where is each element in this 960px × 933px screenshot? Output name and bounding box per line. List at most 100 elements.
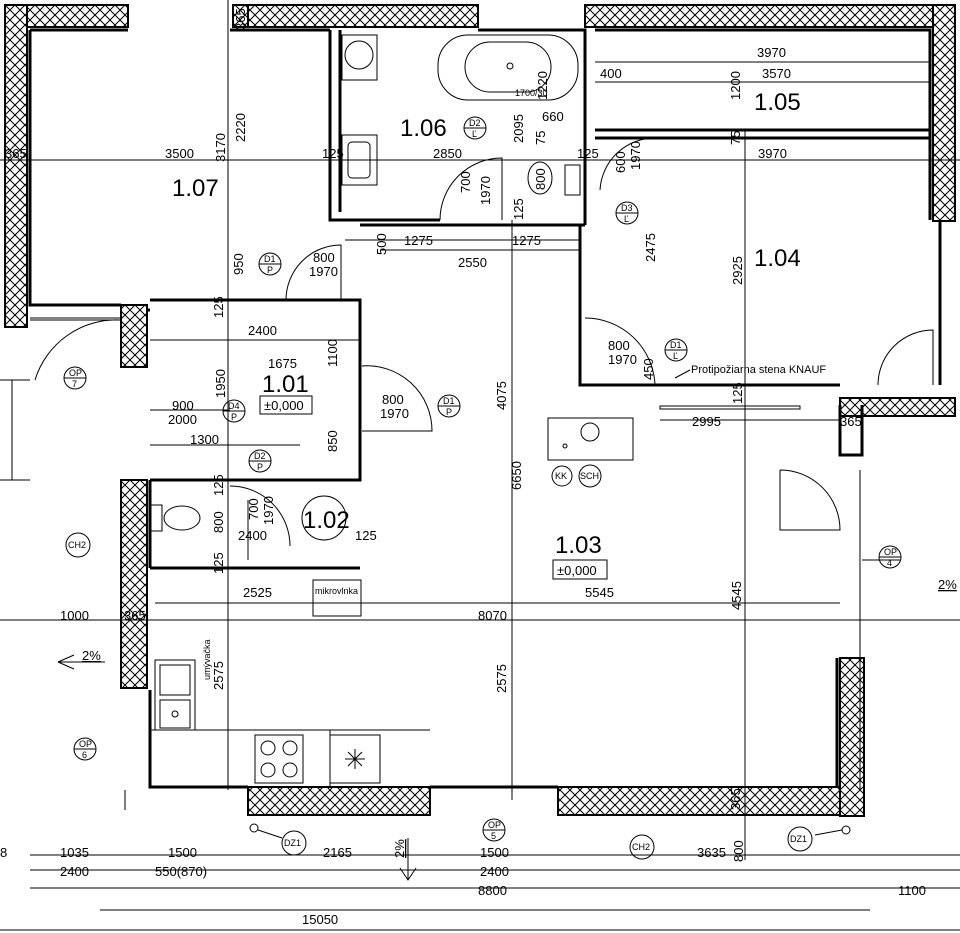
room-1-06-label: 1.06 xyxy=(400,115,447,142)
note-mikrovlnka: mikrovlnka xyxy=(315,586,358,596)
svg-text:2000: 2000 xyxy=(168,412,197,427)
svg-text:6: 6 xyxy=(82,750,87,760)
svg-text:1675: 1675 xyxy=(268,356,297,371)
dimensions: 3970 400 3570 1200 3970 75 365 365 3500 … xyxy=(0,8,926,927)
circle-labels: KK SCH CH2 CH2 DZ1 DZ1 xyxy=(65,464,813,860)
svg-text:D1: D1 xyxy=(264,254,276,264)
svg-text:2400: 2400 xyxy=(480,864,509,879)
tag-d1p-b: D1P xyxy=(437,394,461,418)
svg-text:1100: 1100 xyxy=(325,339,340,367)
svg-text:1000: 1000 xyxy=(60,608,89,623)
svg-text:3970: 3970 xyxy=(758,146,787,161)
room-1-01-level: ±0,000 xyxy=(264,398,304,413)
svg-text:7: 7 xyxy=(72,379,77,389)
svg-text:2475: 2475 xyxy=(643,233,658,262)
tag-d1l: D1Ľ xyxy=(664,338,688,362)
label-dz1-a: DZ1 xyxy=(284,838,301,848)
svg-text:1035: 1035 xyxy=(60,845,89,860)
svg-text:1500: 1500 xyxy=(480,845,509,860)
bathtub xyxy=(437,34,579,101)
svg-text:5545: 5545 xyxy=(585,585,614,600)
svg-text:700: 700 xyxy=(458,171,473,193)
room-1-01-label: 1.01 xyxy=(262,371,309,398)
tag-d3l: D3Ľ xyxy=(615,201,639,225)
svg-text:950: 950 xyxy=(231,253,246,275)
svg-text:4: 4 xyxy=(887,558,892,568)
svg-text:1970: 1970 xyxy=(628,141,643,170)
svg-text:75: 75 xyxy=(533,131,548,145)
svg-text:Ľ: Ľ xyxy=(472,129,477,139)
room-1-07-label: 1.07 xyxy=(172,175,219,202)
svg-text:P: P xyxy=(446,407,452,417)
slope-right: 2% xyxy=(938,577,957,592)
svg-text:800: 800 xyxy=(211,511,226,533)
svg-text:400: 400 xyxy=(600,66,622,81)
note-umyvacka: umývačka xyxy=(202,639,212,680)
svg-text:1700/30: 1700/30 xyxy=(515,88,548,98)
svg-text:365: 365 xyxy=(5,146,27,161)
structural-walls xyxy=(28,28,942,789)
svg-text:2400: 2400 xyxy=(248,323,277,338)
room-1-02-label: 1.02 xyxy=(303,507,350,534)
svg-text:D1: D1 xyxy=(443,396,455,406)
svg-text:8800: 8800 xyxy=(478,883,507,898)
svg-text:OP: OP xyxy=(79,739,92,749)
svg-text:2165: 2165 xyxy=(323,845,352,860)
room-1-05-label: 1.05 xyxy=(754,89,801,116)
svg-text:4075: 4075 xyxy=(494,381,509,410)
svg-text:OP: OP xyxy=(488,820,501,830)
svg-text:P: P xyxy=(231,412,237,422)
svg-text:700: 700 xyxy=(246,498,261,520)
svg-text:2850: 2850 xyxy=(433,146,462,161)
svg-text:1970: 1970 xyxy=(380,406,409,421)
svg-text:8: 8 xyxy=(0,845,7,860)
svg-text:D2: D2 xyxy=(469,118,481,128)
svg-text:125: 125 xyxy=(730,382,745,404)
svg-text:900: 900 xyxy=(172,398,194,413)
svg-text:Ľ: Ľ xyxy=(673,351,678,361)
svg-text:800: 800 xyxy=(533,168,548,190)
note-knauf: Protipožiarna stena KNAUF xyxy=(691,364,826,376)
svg-text:2550: 2550 xyxy=(458,255,487,270)
label-dz1-b: DZ1 xyxy=(790,834,807,844)
svg-text:2925: 2925 xyxy=(730,256,745,285)
slope-bottom: 2% xyxy=(392,839,407,858)
svg-text:2220: 2220 xyxy=(233,113,248,142)
svg-text:D4: D4 xyxy=(228,401,240,411)
svg-text:125: 125 xyxy=(211,552,226,574)
svg-text:450: 450 xyxy=(641,358,656,380)
svg-text:660: 660 xyxy=(542,109,564,124)
cooktop xyxy=(254,734,304,784)
svg-text:2525: 2525 xyxy=(243,585,272,600)
svg-text:2095: 2095 xyxy=(511,114,526,143)
svg-text:365: 365 xyxy=(728,788,743,810)
svg-text:3170: 3170 xyxy=(213,133,228,162)
svg-text:550(870): 550(870) xyxy=(155,864,207,879)
washing-machine xyxy=(341,34,378,81)
svg-text:125: 125 xyxy=(355,528,377,543)
svg-text:1970: 1970 xyxy=(608,352,637,367)
svg-text:800: 800 xyxy=(731,840,746,862)
svg-text:D3: D3 xyxy=(621,203,633,213)
svg-text:600: 600 xyxy=(613,151,628,173)
door-window-tags: D1P D1P D2Ľ D3Ľ D1Ľ D4P D2P OP7 OP6 OP4 … xyxy=(63,116,902,842)
room-1-03-level: ±0,000 xyxy=(557,563,597,578)
label-sch: SCH xyxy=(580,471,599,481)
svg-text:365: 365 xyxy=(124,608,146,623)
svg-text:P: P xyxy=(267,265,273,275)
svg-text:6650: 6650 xyxy=(509,461,524,490)
svg-text:125: 125 xyxy=(577,146,599,161)
svg-text:1950: 1950 xyxy=(213,369,228,398)
svg-text:1275: 1275 xyxy=(512,233,541,248)
svg-text:1970: 1970 xyxy=(309,264,338,279)
label-ch2-b: CH2 xyxy=(632,842,650,852)
svg-text:1200: 1200 xyxy=(728,71,743,100)
doors xyxy=(34,137,934,547)
boiler xyxy=(547,417,634,461)
svg-text:1970: 1970 xyxy=(261,496,276,525)
insulated-walls xyxy=(4,4,956,817)
tag-op5: OP5 xyxy=(482,818,506,842)
svg-text:800: 800 xyxy=(382,392,404,407)
